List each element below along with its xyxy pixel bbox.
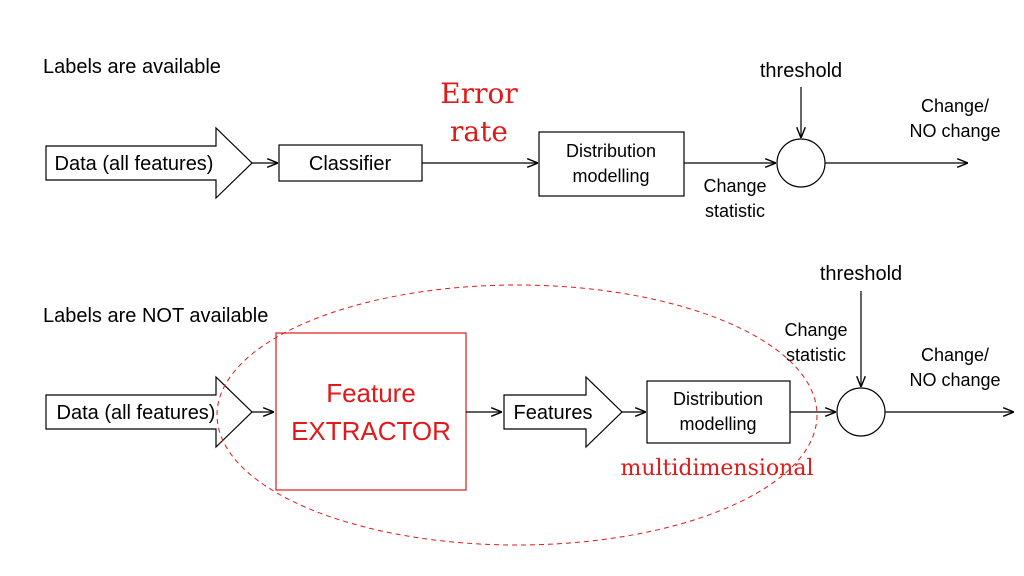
bottom-distribution-line-1: Distribution [673,389,763,409]
top-title: Labels are available [43,56,221,78]
top-distribution-line-1: Distribution [566,141,656,161]
bottom-pipeline: Labels are NOT available Data (all featu… [43,263,1014,546]
bottom-distribution-line-2: modelling [679,414,756,434]
bottom-output-line-2: NO change [909,370,1000,390]
classifier-box [278,144,423,182]
features-label: Features [514,402,593,424]
feature-extraction-ellipse [216,284,818,546]
bottom-data-label: Data (all features) [57,402,216,424]
feature-extractor-line-1: Feature [326,378,416,408]
bottom-threshold-label: threshold [820,263,902,285]
top-distribution-line-2: modelling [572,166,649,186]
top-pipeline: Labels are available Data (all features)… [43,56,1001,221]
feature-extractor-line-2: EXTRACTOR [291,416,451,446]
feature-extractor-box [275,332,467,491]
bottom-data-arrow [45,375,253,449]
bottom-change-stat-line-2: statistic [786,345,846,365]
top-data-label: Data (all features) [55,153,214,175]
bottom-distribution-box [646,380,791,444]
top-output-line-1: Change/ [921,96,989,116]
error-rate-line-1: Error [440,77,518,110]
bottom-title: Labels are NOT available [43,305,268,327]
features-arrow [503,375,623,449]
bottom-output-line-1: Change/ [921,345,989,365]
top-change-stat-line-2: statistic [705,201,765,221]
error-rate-line-2: rate [450,115,508,148]
top-threshold-label: threshold [760,60,842,82]
top-change-stat-line-1: Change [703,176,766,196]
top-distribution-box [538,131,685,197]
top-data-arrow [45,126,253,200]
top-threshold-comparator [776,138,826,188]
classifier-label: Classifier [309,153,392,175]
bottom-change-stat-line-1: Change [784,320,847,340]
top-output-line-2: NO change [909,121,1000,141]
bottom-threshold-comparator [836,387,886,437]
multidimensional-label: multidimensional [620,456,813,481]
